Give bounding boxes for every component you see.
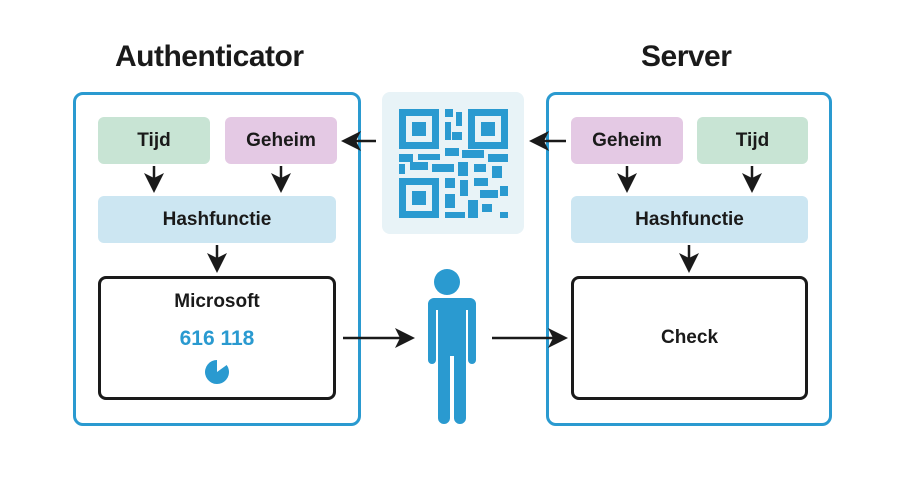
geheim-label: Geheim [246, 129, 316, 151]
hashfunctie-box-right: Hashfunctie [571, 196, 808, 243]
user-person-icon [424, 269, 476, 424]
authenticator-panel [73, 92, 361, 426]
server-title: Server [641, 40, 732, 73]
hashfunctie-label: Hashfunctie [162, 208, 272, 230]
check-box: Check [571, 276, 808, 400]
qr-code-background [382, 92, 524, 234]
geheim-label: Geheim [592, 129, 662, 151]
tijd-label: Tijd [137, 129, 171, 151]
hashfunctie-label: Hashfunctie [635, 208, 744, 230]
geheim-box-right: Geheim [571, 117, 683, 164]
server-panel [546, 92, 832, 426]
otp-code: 616 118 [179, 327, 255, 350]
authenticator-app-card: Microsoft 616 118 [98, 276, 336, 400]
authenticator-title: Authenticator [115, 40, 304, 73]
qr-code-icon [399, 109, 508, 218]
tijd-label: Tijd [735, 129, 770, 151]
check-label: Check [660, 327, 719, 348]
hashfunctie-box-left: Hashfunctie [98, 196, 336, 243]
geheim-box-left: Geheim [225, 117, 337, 164]
app-name: Microsoft [174, 291, 260, 312]
timer-pie-icon [205, 360, 229, 384]
tijd-box-left: Tijd [98, 117, 210, 164]
tijd-box-right: Tijd [697, 117, 808, 164]
